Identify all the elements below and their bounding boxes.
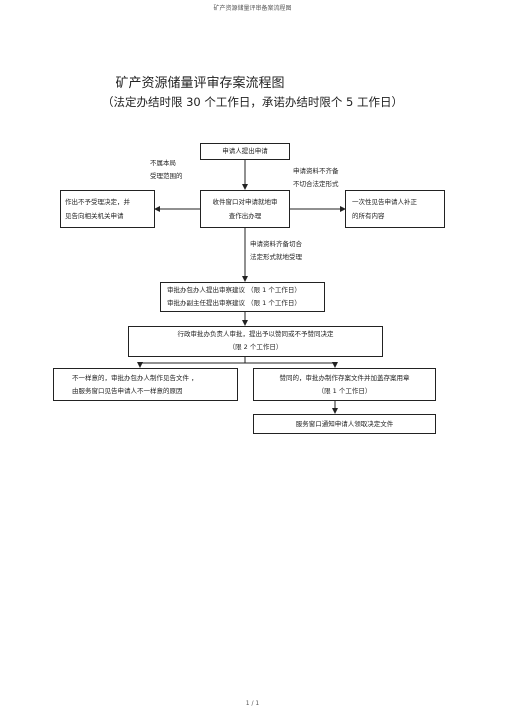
diagram-subtitle: （法定办结时限 30 个工作日，承诺办结时限个 5 工作日） — [101, 95, 404, 109]
node-supplement: 一次性见告申请人补正 的所有内容 — [345, 190, 445, 228]
note-complete: 申请资料齐备切合 法定形式就地受理 — [250, 240, 302, 261]
node-review: 审批办包办人提出审察建议 （限 1 个工作日） 审批办副主任提出审察建议 （限 … — [160, 282, 325, 312]
note-out-of-scope: 不属本局 受理范围的 — [150, 159, 183, 180]
note-incomplete: 申请资料不齐备 不切合法定形式 — [293, 167, 339, 188]
diagram-title: 矿产资源储量评审存案流程图 — [115, 76, 285, 91]
node-reject: 作出不予受理决定，并 见告向相关机关申请 — [60, 190, 155, 228]
page-header: 矿产资源储量评审备案流程图 — [213, 5, 292, 12]
page-footer: 1 / 1 — [245, 700, 260, 707]
node-notify: 服务窗口通知申请人领取决定文件 — [253, 414, 436, 434]
node-apply: 申请人提出申请 — [200, 143, 290, 160]
node-window: 收件窗口对申请就地审 查作出办理 — [200, 190, 290, 228]
node-decision: 行政审批办负责人审批，提出予以赞同或不予赞同决定 （限 2 个工作日） — [128, 326, 383, 357]
node-agree: 赞同的，审批办制作存案文件并加盖存案用章 （限 1 个工作日） — [253, 368, 436, 401]
node-disagree: 不一样意的，审批办包办人制作见告文件 ， 由服务窗口见告申请人不一样意的原因 — [53, 368, 238, 401]
